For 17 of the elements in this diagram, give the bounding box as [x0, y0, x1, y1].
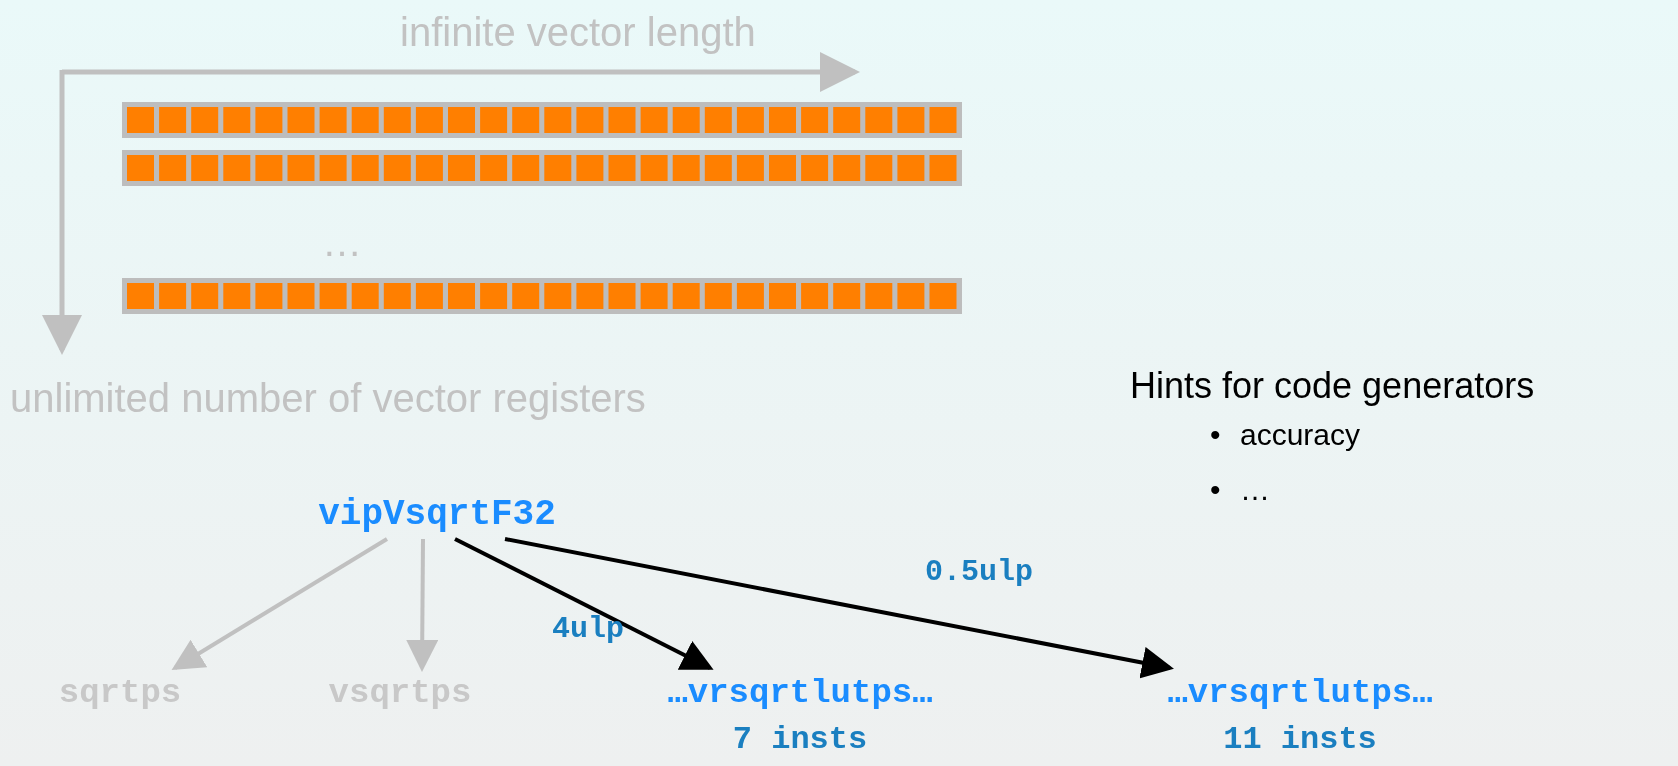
- bullet: •: [1210, 420, 1221, 450]
- arrow: [406, 539, 439, 672]
- function-name: vipVsqrtF32: [318, 497, 556, 533]
- instruction-count: 7 insts: [731, 724, 869, 756]
- arrow: [504, 537, 1174, 679]
- ellipsis: …: [322, 222, 362, 262]
- arrow: [171, 537, 389, 671]
- edge-label: 0.5ulp: [925, 557, 1034, 587]
- function-name: …vrsqrtlutps…: [667, 676, 933, 710]
- list-item: …: [1240, 475, 1270, 505]
- arrow: [454, 537, 714, 670]
- function-name: …vrsqrtlutps…: [1167, 676, 1433, 710]
- list-item: accuracy: [1240, 420, 1361, 450]
- edge-label: 4ulp: [552, 614, 624, 644]
- heading: Hints for code generators: [1130, 368, 1535, 404]
- bullet: •: [1210, 475, 1221, 505]
- instruction-count: 11 insts: [1222, 724, 1378, 756]
